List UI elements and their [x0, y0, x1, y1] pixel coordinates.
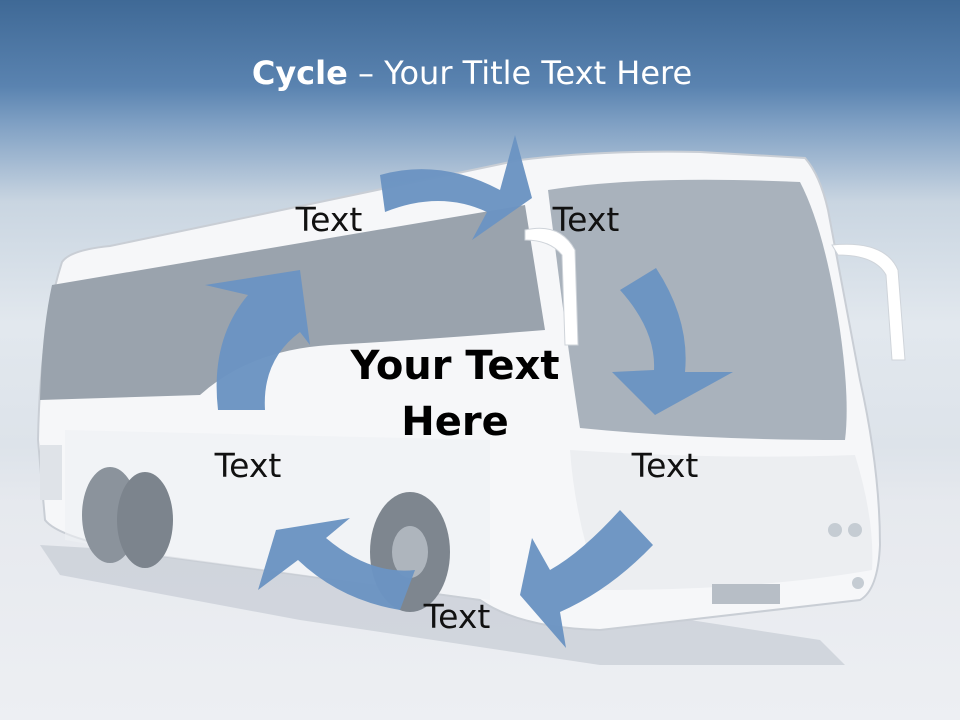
center-text: Your Text Here	[351, 338, 560, 450]
center-text-line1: Your Text	[350, 343, 560, 389]
slide-title: Cycle – Your Title Text Here	[0, 54, 944, 92]
cycle-node-top-left: Text	[295, 200, 363, 239]
cycle-node-left: Text	[214, 446, 282, 485]
arrow-right-lower	[520, 510, 653, 648]
cycle-node-bottom: Text	[423, 597, 491, 636]
cycle-node-top-right: Text	[552, 200, 620, 239]
arrow-right-upper	[612, 268, 733, 415]
center-text-line2: Here	[401, 399, 509, 445]
arrow-left	[205, 270, 310, 410]
title-bold: Cycle	[251, 54, 348, 92]
arrow-top	[380, 135, 532, 240]
cycle-node-right: Text	[631, 446, 699, 485]
title-rest: – Your Title Text Here	[347, 54, 693, 92]
arrow-bottom	[258, 518, 415, 610]
